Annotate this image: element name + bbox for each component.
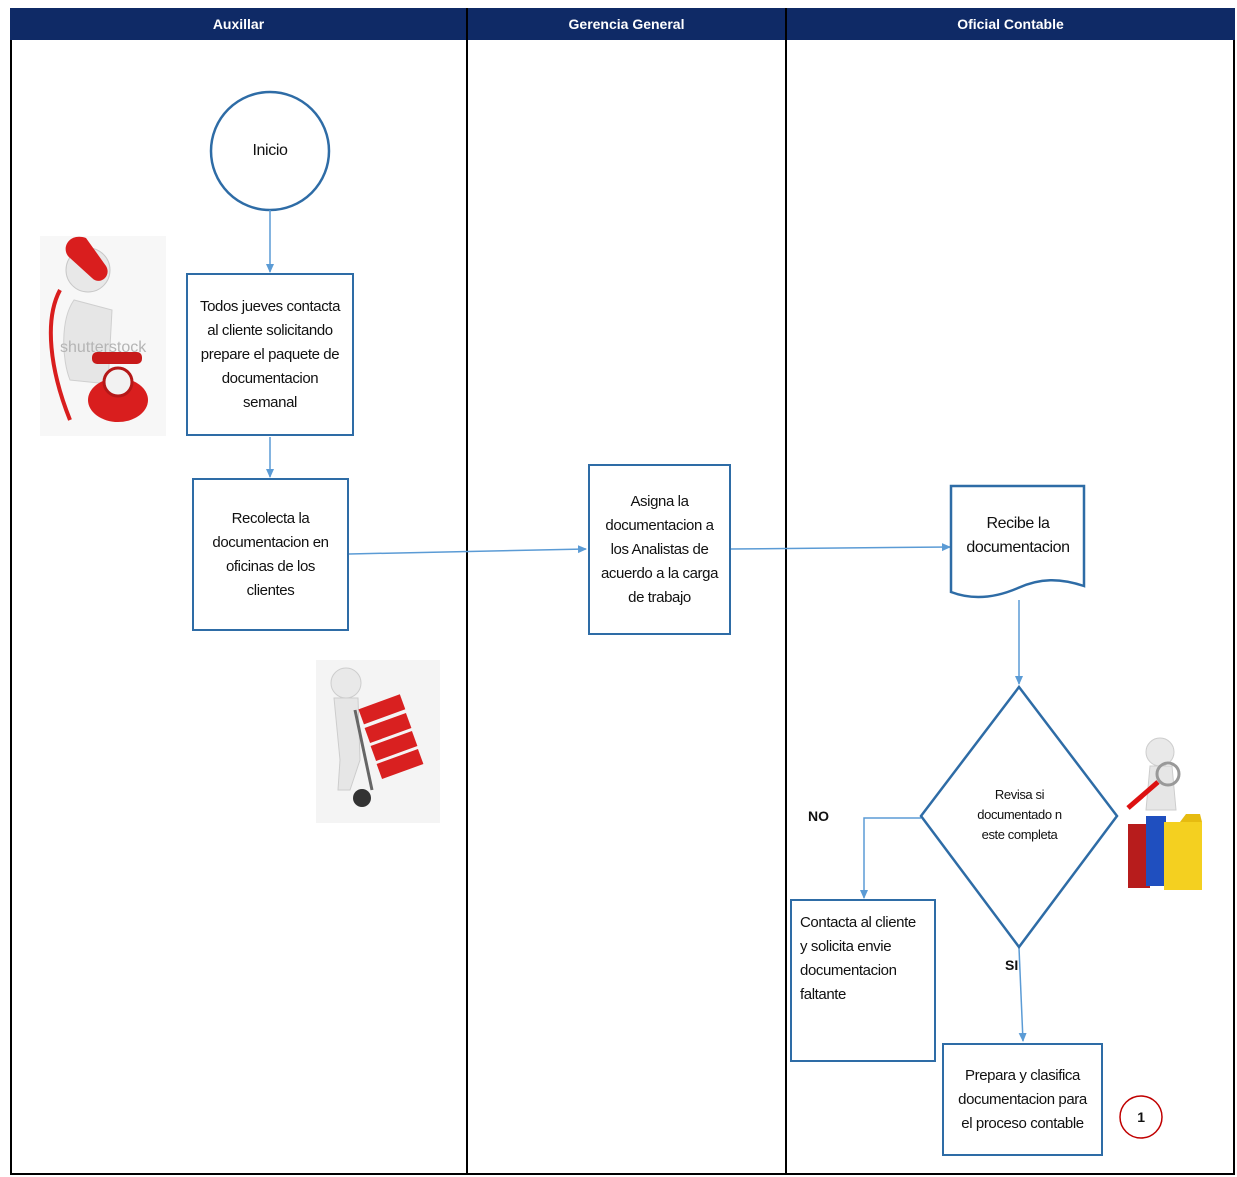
arrow-recolecta-to-asigna <box>348 545 587 555</box>
watermark-text: shutterstock <box>60 339 147 356</box>
lane-divider <box>785 8 787 1175</box>
start-node: Inicio <box>252 142 288 159</box>
lane-header-gerencia: Gerencia General <box>467 8 786 40</box>
process-contacta-faltante: Contacta al cliente y solicita envie doc… <box>790 899 936 1062</box>
process-asigna: Asigna la documentacion a los Analistas … <box>588 464 731 635</box>
lane-header-auxiliar: Auxillar <box>10 8 467 40</box>
decision-si-label: SI <box>1005 957 1019 973</box>
off-page-connector-shape <box>1119 1095 1163 1139</box>
decision-no-label: NO <box>808 808 829 824</box>
off-page-connector: 1 <box>1137 1109 1145 1125</box>
decision-revisa: Revisa si documentado n este completa <box>977 787 1062 842</box>
lane-header-oficial: Oficial Contable <box>786 8 1235 40</box>
decision-shape <box>919 684 1119 950</box>
arrow-no-branch <box>860 817 921 899</box>
document-shape <box>949 484 1086 599</box>
process-recolecta: Recolecta la documentacion en oficinas d… <box>192 478 349 631</box>
process-prepara: Prepara y clasifica documentacion para e… <box>942 1043 1103 1156</box>
arrow-si-branch <box>1018 947 1027 1042</box>
process-contacta-cliente: Todos jueves contacta al cliente solicit… <box>186 273 354 436</box>
arrow-asigna-to-recibe <box>730 543 951 552</box>
document-recibe: Recibe la documentacion <box>966 515 1070 556</box>
lane-divider <box>466 8 468 1175</box>
person-phone-illustration <box>40 236 166 436</box>
person-cart-illustration <box>316 660 440 823</box>
person-search-folders-illustration <box>1126 737 1202 890</box>
